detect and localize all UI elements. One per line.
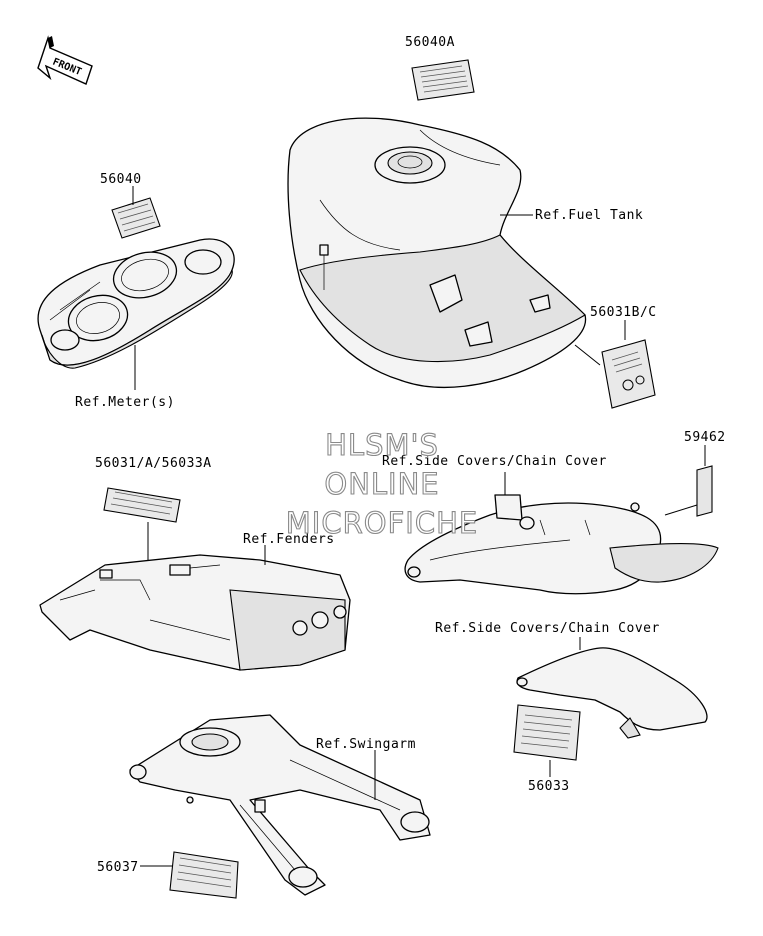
label-56033: 56033: [528, 779, 570, 794]
rear-fender: [39, 554, 351, 671]
label-56040a: 56040A: [405, 35, 455, 50]
front-arrow-icon: FRONT: [37, 35, 93, 85]
label-56031-56033a: 56031/A/56033A: [95, 456, 212, 471]
decal-56031-56033a: [103, 487, 181, 523]
label-ref-side-covers-1: Ref.Side Covers/Chain Cover: [382, 454, 607, 469]
watermark-line-3: MICROFICHE: [286, 506, 478, 540]
decal-56040: [111, 197, 161, 239]
label-ref-meters: Ref.Meter(s): [75, 395, 175, 410]
label-ref-fuel-tank: Ref.Fuel Tank: [535, 208, 643, 223]
label-ref-side-covers-2: Ref.Side Covers/Chain Cover: [435, 621, 660, 636]
label-ref-fenders: Ref.Fenders: [243, 532, 335, 547]
decal-56037: [169, 851, 239, 899]
label-ref-swingarm: Ref.Swingarm: [316, 737, 416, 752]
decal-56040a: [411, 59, 475, 101]
watermark-line-2: ONLINE: [324, 467, 439, 501]
fuel-tank: [287, 117, 587, 389]
watermark-line-1: HLSM'S: [325, 428, 439, 462]
side-cover-upper: [404, 494, 719, 595]
label-56031bc: 56031B/C: [590, 305, 657, 320]
label-56037: 56037: [97, 860, 139, 875]
decal-59462: [696, 465, 713, 517]
label-56040: 56040: [100, 172, 142, 187]
decal-56031bc: [601, 339, 656, 409]
label-59462: 59462: [684, 430, 726, 445]
meter-panel: [37, 238, 235, 369]
swingarm: [129, 714, 431, 896]
decal-56033: [513, 704, 581, 761]
side-cover-lower: [516, 647, 708, 739]
watermark: HLSM'S ONLINE MICROFICHE: [285, 427, 478, 540]
